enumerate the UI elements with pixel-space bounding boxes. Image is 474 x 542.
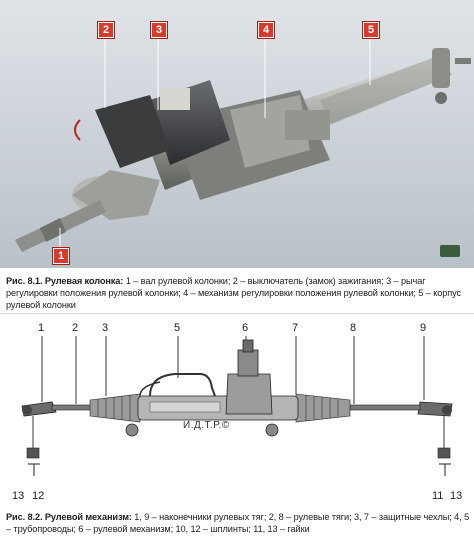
label-11: 11 [432, 490, 444, 502]
watermark: И.Д.Т.Р.© [183, 420, 230, 431]
callout-3: 3 [151, 22, 167, 38]
callout-2: 2 [98, 22, 114, 38]
label-8: 8 [350, 322, 357, 334]
label-3: 3 [102, 322, 109, 334]
divider [0, 313, 474, 314]
label-1: 1 [38, 322, 45, 334]
steering-gear-illustration [21, 336, 453, 476]
steering-column-photo: 1 2 3 4 5 [0, 0, 474, 268]
callout-5: 5 [363, 22, 379, 38]
caption-text: 1, 9 – наконечники рулевых тяг; 2, 8 – р… [6, 512, 470, 534]
steering-gear-drawing [0, 318, 474, 510]
callout-1: 1 [53, 248, 69, 264]
label-9: 9 [420, 322, 427, 334]
caption-lead: Рис. 8.1. Рулевая колонка: [6, 276, 124, 286]
label-5: 5 [174, 322, 181, 334]
label-13-right: 13 [450, 490, 463, 502]
label-2: 2 [72, 322, 79, 334]
callout-4: 4 [258, 22, 274, 38]
figure-caption-8-2: Рис. 8.2. Рулевой механизм: 1, 9 – након… [6, 511, 470, 535]
label-6: 6 [242, 322, 249, 334]
label-7: 7 [292, 322, 299, 334]
label-12: 12 [32, 490, 45, 502]
label-13-left: 13 [12, 490, 25, 502]
caption-lead: Рис. 8.2. Рулевой механизм: [6, 512, 132, 522]
figure-caption-8-1: Рис. 8.1. Рулевая колонка: 1 – вал рулев… [6, 275, 470, 311]
caption-text: 1 – вал рулевой колонки; 2 – выключатель… [6, 276, 462, 310]
steering-column-illustration [0, 0, 474, 268]
